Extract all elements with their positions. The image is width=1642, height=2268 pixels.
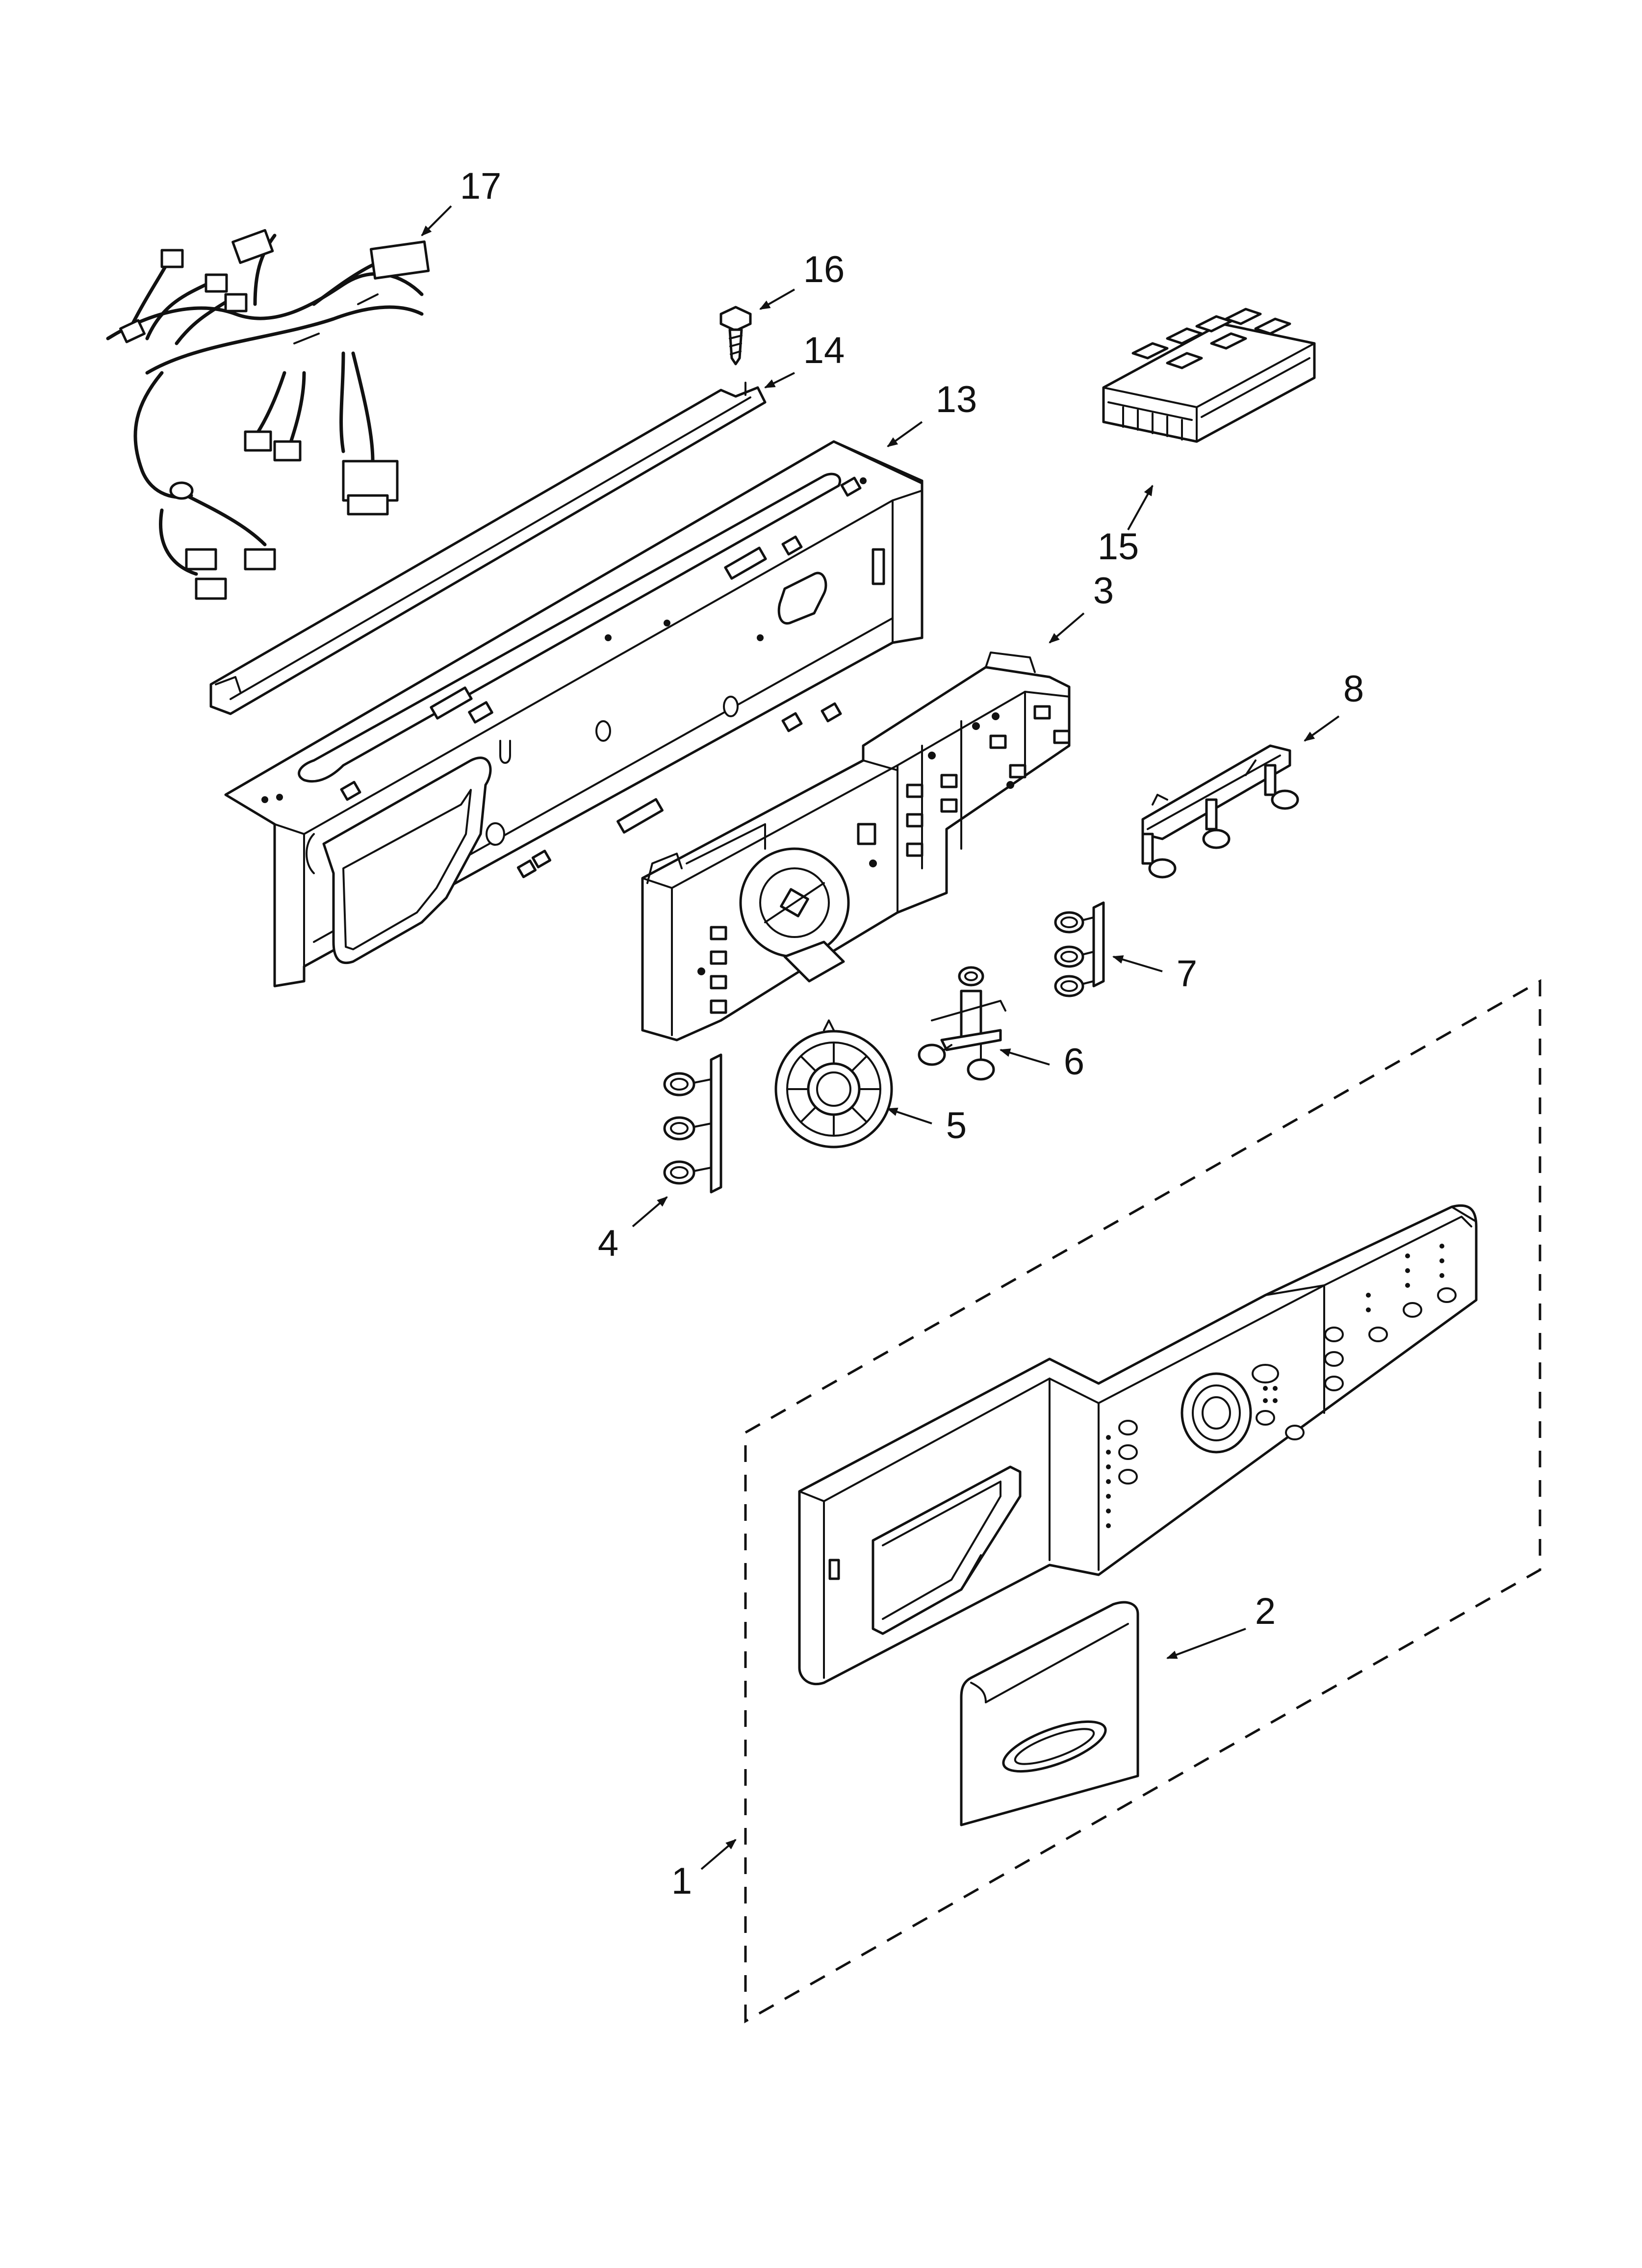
leader-17 <box>421 205 452 236</box>
leader-6 <box>999 1048 1050 1066</box>
callout-13: 13 <box>936 379 977 420</box>
callout-17: 17 <box>460 165 502 207</box>
callout-16: 16 <box>803 249 845 290</box>
leader-1 <box>700 1839 737 1870</box>
leader-13 <box>887 421 923 447</box>
leader-7 <box>1112 955 1163 972</box>
support-rail-part <box>209 382 767 715</box>
leader-8 <box>1304 715 1340 742</box>
leader-15 <box>1127 485 1154 530</box>
button-set-7-part <box>1054 901 1105 997</box>
console-panel-part <box>224 440 924 988</box>
lever-actuator-part <box>918 966 1006 1081</box>
callout-7: 7 <box>1177 953 1197 994</box>
callout-8: 8 <box>1343 668 1364 710</box>
ui-housing-part <box>641 652 1071 1042</box>
leader-3 <box>1049 612 1085 644</box>
callout-1: 1 <box>671 1860 692 1902</box>
callout-labels: 17 16 14 13 15 3 8 7 6 5 4 2 1 <box>460 165 1364 1902</box>
leader-2 <box>1166 1628 1246 1659</box>
callout-2: 2 <box>1255 1590 1276 1632</box>
button-set-4-part <box>663 1053 722 1194</box>
leader-lines <box>421 205 1340 1870</box>
screw-part <box>719 306 752 365</box>
console-assembly-part <box>744 979 1541 2024</box>
control-module-part <box>1102 308 1316 443</box>
leader-4 <box>632 1196 668 1227</box>
selector-wheel-part <box>774 1019 893 1148</box>
callout-3: 3 <box>1093 570 1114 612</box>
callout-6: 6 <box>1064 1041 1084 1083</box>
actuator-bracket-part <box>1141 744 1299 879</box>
leader-16 <box>759 288 795 310</box>
leader-5 <box>886 1107 932 1124</box>
callout-4: 4 <box>598 1223 618 1264</box>
leader-14 <box>764 372 795 389</box>
callout-14: 14 <box>803 330 845 371</box>
callout-5: 5 <box>946 1105 967 1147</box>
wire-harness-part <box>106 229 430 600</box>
drawer-handle-part <box>960 1601 1139 1826</box>
callout-15: 15 <box>1098 526 1139 568</box>
